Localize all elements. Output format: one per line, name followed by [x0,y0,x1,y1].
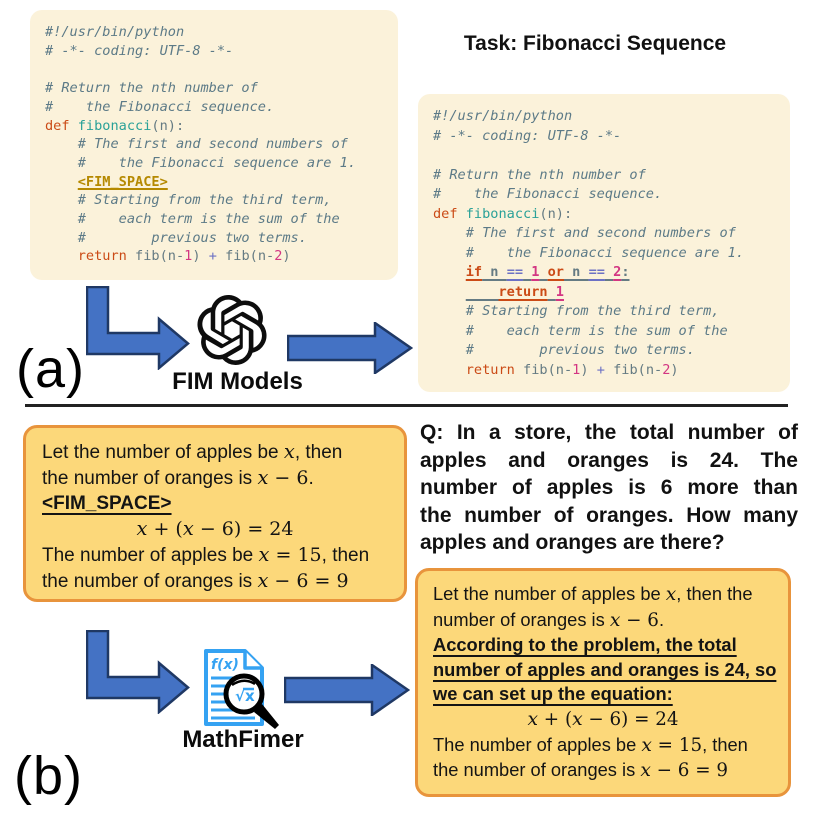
text-line: def fibonacci(n): [45,117,185,134]
text-line: Q: In a store, the total number of [420,421,798,444]
text-line: apples and oranges is 24. The [420,448,798,472]
text-line: if n == 1 or n == 2: [465,264,630,280]
text-line: # the Fibonacci sequence are 1. [77,154,357,171]
text-line: <FIM_SPACE> [42,493,172,514]
text-line: we can set up the equation: [433,683,673,705]
text-line: # previous two terms. [77,229,307,246]
math-box-fim-completed: Let the number of apples be x, then the n… [415,568,791,797]
text-line: According to the problem, the total [433,634,737,656]
text-line: # the Fibonacci sequence are 1. [465,244,745,261]
code-block-fim-prompt: #!/usr/bin/python # -*- coding: UTF-8 -*-… [30,10,398,280]
fx-label: f(x) [211,657,239,673]
text-line: the number of oranges is x − 6 = 9 [433,759,728,782]
text-line: # the Fibonacci sequence. [433,186,663,202]
text-line: number of apples and oranges is 24, so [433,658,777,680]
text-line: # each term is the sum of the [465,322,728,339]
text-line: The number of apples be x = 15, then [433,733,748,756]
text-line: number of apples is 6 more than [420,476,798,499]
mathfimer-label: MathFimer [182,726,304,753]
folded-corner-icon [243,651,262,670]
text-line: # Return the nth number of [45,80,258,97]
right-arrow-icon [287,322,413,374]
text-line: # -*- coding: UTF-8 -*- [433,127,622,144]
text-line: the number of oranges is x − 6 = 9 [42,569,349,592]
text-line: # previous two terms. [465,342,695,358]
magnifier-icon [223,673,265,715]
right-arrow-icon [284,664,410,716]
text-line: x + (x − 6) = 24 [527,708,679,730]
text-line: return 1 [498,283,564,300]
question-text: Q: In a store, the total number of apples… [420,419,798,557]
text-line: # the Fibonacci sequence. [45,98,275,115]
task-title: Task: Fibonacci Sequence [463,32,727,55]
text-line: Let the number of apples be x, then [42,440,343,463]
text-line: apples and oranges are there? [420,531,725,554]
panel-divider [25,404,788,407]
elbow-arrow-icon [86,286,190,370]
text-line: # Return the nth number of [433,166,646,183]
text-line [45,60,383,79]
text-line: the number of oranges. How many [420,503,798,527]
text-line: Let the number of apples be x, then the [433,583,753,605]
text-line: #!/usr/bin/python [45,24,185,40]
text-line: return fib(n-1) + fib(n-2) [465,361,679,378]
elbow-arrow-icon [86,630,190,714]
text-line: The number of apples be x = 15, then [42,543,370,566]
text-line: # Starting from the third term, [465,303,720,319]
text-line: # The first and second numbers of [465,225,736,241]
panel-a-label: (a) [16,339,85,399]
text-line: return fib(n-1) + fib(n-2) [77,248,291,265]
text-line [433,146,775,166]
text-line: # Starting from the third term, [77,192,332,209]
text-line: #!/usr/bin/python [433,108,573,124]
text-line: # The first and second numbers of [77,136,348,153]
openai-logo-icon [197,295,267,365]
math-box-fim-prompt: Let the number of apples be x, then the n… [23,425,407,602]
text-line: x + (x − 6) = 24 [136,517,294,540]
text-line: # -*- coding: UTF-8 -*- [45,42,234,59]
text-line: # each term is the sum of the [77,211,340,228]
text-line: <FIM_SPACE> [77,173,168,190]
code-block-fim-completed: #!/usr/bin/python # -*- coding: UTF-8 -*-… [418,94,790,392]
magnifier-handle [254,704,279,729]
sqrt-x-label: √x [235,687,255,705]
text-line: def fibonacci(n): [433,205,573,222]
panel-b-label: (b) [14,746,83,806]
text-line: the number of oranges is x − 6. [42,466,314,489]
math-fimer-icon: f(x) √x [204,649,279,729]
fim-models-label: FIM Models [172,368,303,395]
text-line: number of oranges is x − 6. [433,608,665,631]
lens-reflection [231,679,256,687]
